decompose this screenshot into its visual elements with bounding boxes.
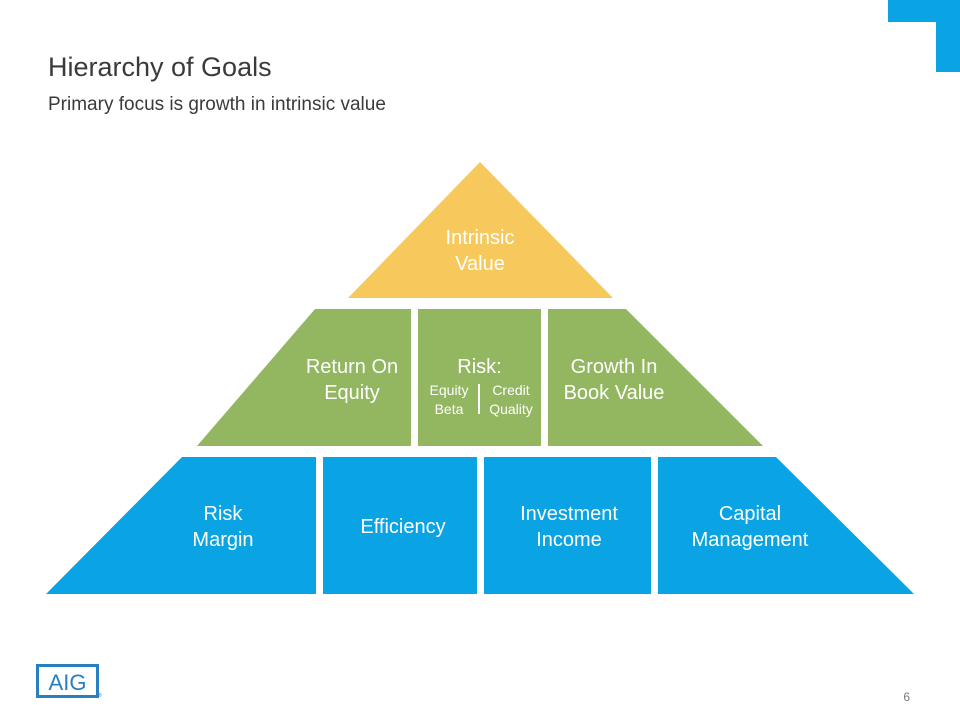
- tier-return-on-equity: [197, 309, 411, 446]
- tier-growth-in-book-value: [548, 309, 763, 446]
- risk-divider: [478, 384, 480, 414]
- credit-quality-label: Credit Quality: [489, 382, 533, 417]
- page-number: 6: [903, 690, 910, 704]
- risk-margin-label: Risk Margin: [192, 503, 254, 551]
- tier-efficiency: [323, 457, 477, 594]
- return-on-equity-label: Return On Equity: [305, 356, 399, 404]
- capital-management-label: Capital Management: [691, 503, 809, 551]
- equity-beta-label: Equity Beta: [429, 382, 469, 417]
- investment-income-label: Investment Income: [520, 503, 618, 551]
- intrinsic-value-label: Intrinsic Value: [445, 227, 515, 275]
- tier-investment-income: [484, 457, 651, 594]
- tier-risk: [418, 309, 541, 446]
- aig-logo: AIG ®: [36, 664, 102, 699]
- efficiency-label: Efficiency: [360, 516, 446, 538]
- svg-text:®: ®: [98, 692, 102, 699]
- growth-in-book-value-label: Growth In Book Value: [563, 356, 665, 404]
- tier-capital-management: [658, 457, 914, 594]
- tier-risk-margin: [46, 457, 316, 594]
- svg-text:AIG: AIG: [49, 670, 87, 695]
- pyramid-top-tier: [348, 162, 613, 298]
- slide-title: Hierarchy of Goals: [48, 52, 272, 82]
- corner-accent: [888, 0, 960, 72]
- slide-subtitle: Primary focus is growth in intrinsic val…: [48, 94, 386, 115]
- risk-heading: Risk:: [457, 356, 502, 378]
